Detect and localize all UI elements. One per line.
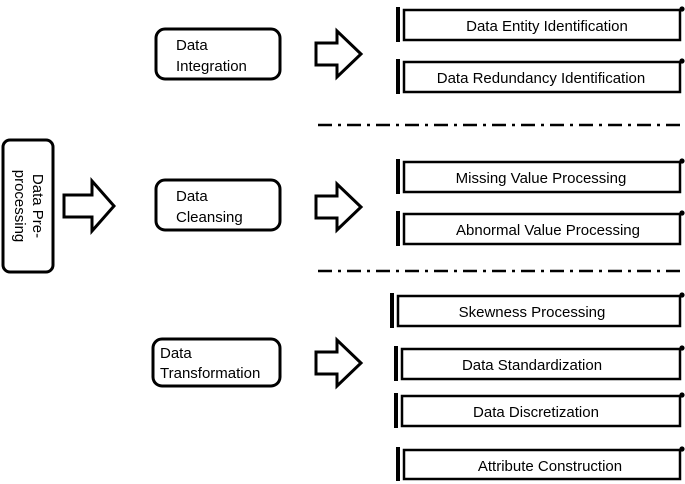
item-scroll: Data Redundancy Identification <box>396 58 685 94</box>
section-cleansing-arrow-icon <box>314 180 364 234</box>
item-attribute-construction: Attribute Construction <box>478 458 622 475</box>
section-integration-arrow-icon <box>314 27 364 81</box>
root-node: Data Pre- processing <box>1 138 55 274</box>
section-transformation-label-line-1: Data <box>160 345 192 362</box>
item-scroll: Abnormal Value Processing <box>396 210 685 246</box>
section-transformation-arrow-icon <box>314 336 364 390</box>
section-cleansing-node: Data Cleansing <box>154 178 282 232</box>
section-cleansing-label-line-2: Cleansing <box>176 209 243 226</box>
item-scroll: Missing Value Processing <box>396 158 685 194</box>
section-cleansing-label-line-1: Data <box>176 188 208 205</box>
item-scroll: Data Standardization <box>394 345 685 381</box>
item-data-discretization: Data Discretization <box>473 404 599 421</box>
item-scroll: Data Entity Identification <box>396 6 685 42</box>
item-scroll: Data Discretization <box>394 392 685 428</box>
root-label-line-2: processing <box>11 170 28 243</box>
item-data-standardization: Data Standardization <box>462 357 602 374</box>
section-integration-label-line-1: Data <box>176 37 208 54</box>
item-scroll: Skewness Processing <box>390 292 685 328</box>
item-missing-value-processing: Missing Value Processing <box>456 170 627 187</box>
item-data-entity-identification: Data Entity Identification <box>466 18 628 35</box>
item-abnormal-value-processing: Abnormal Value Processing <box>456 222 640 239</box>
item-skewness-processing: Skewness Processing <box>459 304 606 321</box>
section-integration-node: Data Integration <box>154 27 282 81</box>
section-integration-label-line-2: Integration <box>176 58 247 75</box>
item-scroll: Attribute Construction <box>396 446 685 481</box>
item-data-redundancy-identification: Data Redundancy Identification <box>437 70 645 87</box>
root-arrow-icon <box>62 177 116 235</box>
root-label-line-1: Data Pre- <box>29 174 46 238</box>
section-transformation-label-line-2: Transformation <box>160 365 260 382</box>
section-transformation-node: Data Transformation <box>151 337 282 388</box>
